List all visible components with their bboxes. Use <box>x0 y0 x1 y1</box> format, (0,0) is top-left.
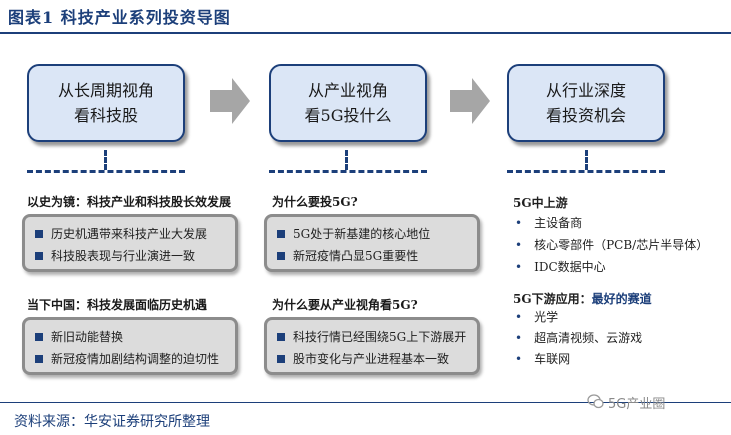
item-text: 光学 <box>534 310 559 324</box>
gray-box-mid-top: 5G处于新基建的核心地位 新冠疫情凸显5G重要性 <box>264 214 480 272</box>
gray-box-mid-bottom: 科技行情已经围绕5G上下游展开 股市变化与产业进程基本一致 <box>264 317 480 375</box>
list-item: 新冠疫情凸显5G重要性 <box>277 247 418 264</box>
head-line-1: 从产业视角 <box>307 81 388 100</box>
item-text: 股市变化与产业进程基本一致 <box>293 352 450 366</box>
item-text: 新冠疫情加剧结构调整的迫切性 <box>51 352 220 366</box>
list-item: • 核心零部件（PCB/芯片半导体） <box>515 236 708 253</box>
connector-dash <box>27 170 185 173</box>
dot-bullet-icon: • <box>515 216 523 230</box>
dot-bullet-icon: • <box>515 331 523 345</box>
section-label: 为什么要投5G? <box>272 195 358 209</box>
item-text: 车联网 <box>534 352 571 366</box>
dot-bullet-icon: • <box>515 310 523 324</box>
dot-bullet-icon: • <box>515 238 523 252</box>
gray-box-left-top: 历史机遇带来科技产业大发展 科技股表现与行业演进一致 <box>22 214 238 272</box>
list-item: • 主设备商 <box>515 214 582 231</box>
head-box-industry: 从产业视角 看5G投什么 <box>269 64 427 142</box>
square-bullet-icon <box>277 251 285 260</box>
section-label: 当下中国：科技发展面临历史机遇 <box>27 298 208 312</box>
square-bullet-icon <box>35 229 43 238</box>
footer-rule <box>0 402 731 403</box>
list-item: • 车联网 <box>515 350 570 367</box>
square-bullet-icon <box>35 251 43 260</box>
head-line-1: 从长周期视角 <box>57 81 154 100</box>
list-item: • 光学 <box>515 308 558 325</box>
square-bullet-icon <box>277 229 285 238</box>
list-item: • IDC数据中心 <box>515 258 606 275</box>
item-text: 新冠疫情凸显5G重要性 <box>293 249 419 263</box>
item-text: 科技股表现与行业演进一致 <box>51 249 196 263</box>
list-item: 科技行情已经围绕5G上下游展开 <box>277 328 466 345</box>
square-bullet-icon <box>35 332 43 341</box>
connector-dash <box>507 170 665 173</box>
watermark: 5G产业圈 <box>608 397 666 412</box>
chat-bubble-icon <box>587 394 604 409</box>
dot-bullet-icon: • <box>515 260 523 274</box>
head-box-long-cycle: 从长周期视角 看科技股 <box>27 64 185 142</box>
head-box-sector: 从行业深度 看投资机会 <box>507 64 665 142</box>
head-line-2: 看5G投什么 <box>304 106 392 125</box>
section-label: 为什么要从产业视角看5G? <box>272 298 418 312</box>
item-text: 核心零部件（PCB/芯片半导体） <box>534 238 709 252</box>
label-highlight: 最好的赛道 <box>591 292 652 306</box>
item-text: 历史机遇带来科技产业大发展 <box>51 227 208 241</box>
item-text: IDC数据中心 <box>534 260 606 274</box>
list-item: 股市变化与产业进程基本一致 <box>277 350 449 367</box>
connector-vertical <box>345 150 348 170</box>
item-text: 新旧动能替换 <box>51 330 124 344</box>
connector-vertical <box>585 150 588 170</box>
item-text: 5G处于新基建的核心地位 <box>293 227 431 241</box>
section-label: 5G下游应用：最好的赛道 <box>513 290 652 307</box>
connector-vertical <box>104 150 107 170</box>
gray-box-left-bottom: 新旧动能替换 新冠疫情加剧结构调整的迫切性 <box>22 317 238 375</box>
right-arrow-icon <box>450 78 490 124</box>
square-bullet-icon <box>35 354 43 363</box>
item-text: 主设备商 <box>534 216 583 230</box>
head-line-2: 看科技股 <box>73 106 138 125</box>
item-text: 科技行情已经围绕5G上下游展开 <box>293 330 467 344</box>
list-item: 5G处于新基建的核心地位 <box>277 225 430 242</box>
source-note: 资料来源：华安证券研究所整理 <box>14 414 210 430</box>
section-label: 5G中上游 <box>513 196 568 210</box>
square-bullet-icon <box>277 354 285 363</box>
square-bullet-icon <box>277 332 285 341</box>
section-label: 以史为镜：科技产业和科技股长效发展 <box>27 195 232 209</box>
list-item: • 超高清视频、云游戏 <box>515 329 642 346</box>
title-rule <box>0 32 731 34</box>
head-line-2: 看投资机会 <box>545 106 626 125</box>
item-text: 超高清视频、云游戏 <box>534 331 643 345</box>
list-item: 新冠疫情加剧结构调整的迫切性 <box>35 350 219 367</box>
label-prefix: 5G下游应用： <box>513 292 592 306</box>
list-item: 新旧动能替换 <box>35 328 123 345</box>
connector-dash <box>269 170 427 173</box>
right-arrow-icon <box>210 78 250 124</box>
page-title: 图表1 科技产业系列投资导图 <box>8 8 231 27</box>
head-line-1: 从行业深度 <box>545 81 626 100</box>
list-item: 历史机遇带来科技产业大发展 <box>35 225 207 242</box>
dot-bullet-icon: • <box>515 352 523 366</box>
list-item: 科技股表现与行业演进一致 <box>35 247 195 264</box>
